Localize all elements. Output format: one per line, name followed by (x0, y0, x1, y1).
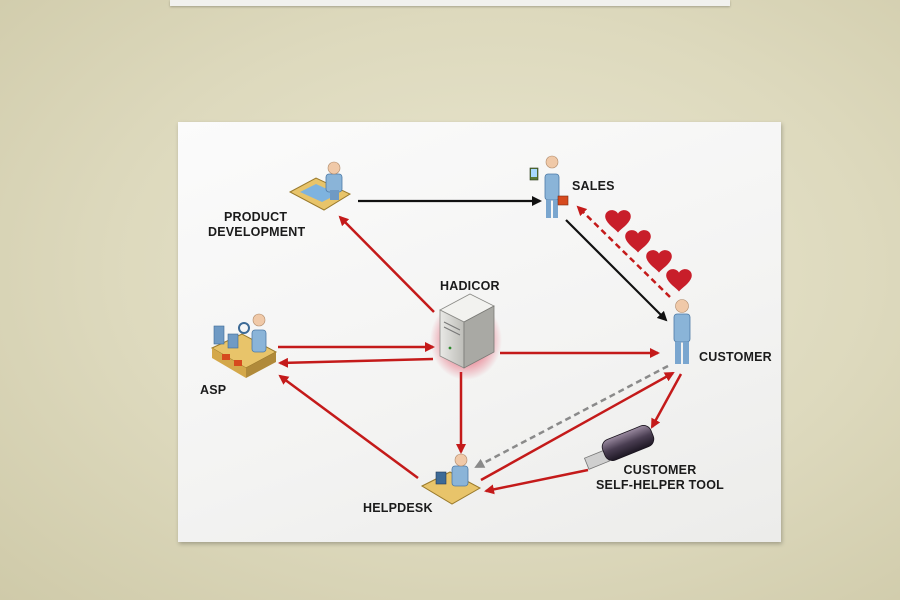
product-development-line1: PRODUCT (224, 210, 288, 224)
product-development-icon (288, 161, 352, 211)
customer-person-icon (673, 299, 691, 364)
usb-stick-icon (583, 425, 655, 470)
sales-label: SALES (572, 179, 615, 193)
asp-label: ASP (200, 383, 227, 397)
edge-helpdesk-to-asp (278, 374, 419, 480)
heart-icon (666, 269, 692, 292)
product-development-label: PRODUCT DEVELOPMENT (208, 210, 305, 240)
self-helper-tool-line1: CUSTOMER (623, 463, 697, 477)
hadicor-server-icon (430, 293, 502, 380)
diagram-canvas (210, 155, 692, 505)
edge-self-helper-to-helpdesk (484, 468, 589, 495)
hearts-group (605, 210, 692, 292)
edge-hadicor-to-asp (278, 357, 434, 368)
edge-customer-to-helpdesk-dashed (474, 364, 669, 469)
edge-hadicor-to-product-dev (338, 215, 435, 313)
edge-customer-to-self-helper (650, 373, 683, 429)
self-helper-tool-label: CUSTOMER SELF-HELPER TOOL (596, 463, 724, 493)
helpdesk-icon (420, 453, 482, 505)
heart-icon (605, 210, 631, 233)
edge-helpdesk-to-customer (480, 371, 675, 482)
edge-sales-to-customer (565, 219, 668, 322)
helpdesk-label: HELPDESK (363, 501, 433, 515)
product-development-line2: DEVELOPMENT (208, 225, 306, 239)
customer-label: CUSTOMER (699, 350, 772, 364)
poster-above-edge (170, 0, 730, 6)
edge-customer-to-sales-dashed (576, 205, 671, 298)
diagram-poster: PRODUCT DEVELOPMENT SALES HADICOR ASP CU… (178, 122, 781, 542)
hadicor-label: HADICOR (440, 279, 500, 293)
asp-factory-icon (210, 313, 278, 378)
heart-icon (625, 230, 651, 253)
self-helper-tool-line2: SELF-HELPER TOOL (596, 478, 724, 492)
sales-person-icon (529, 155, 569, 218)
heart-icon (646, 250, 672, 273)
